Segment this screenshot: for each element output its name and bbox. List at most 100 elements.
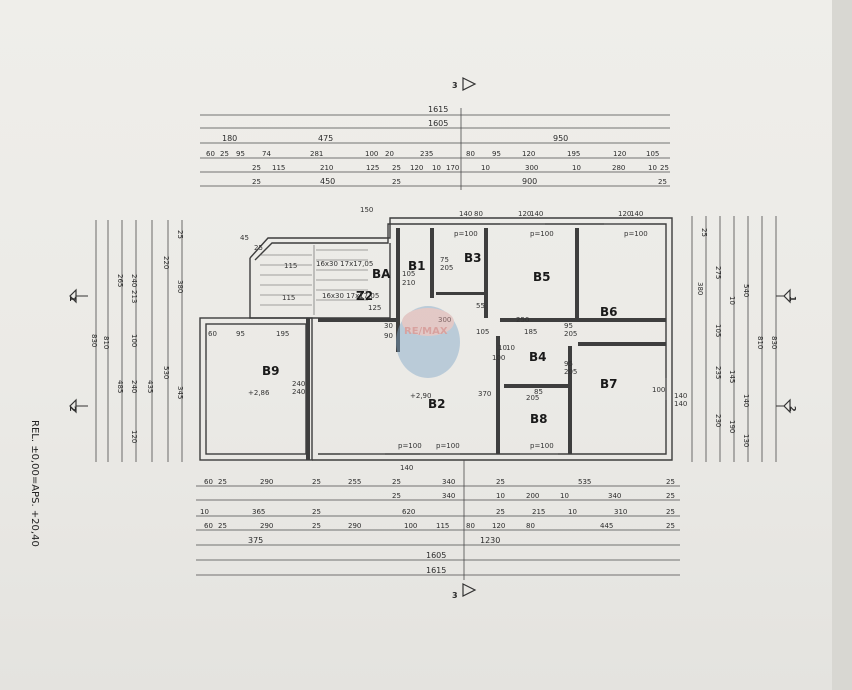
interior-dim-label: 150 (360, 206, 373, 214)
dim-top-label: 281 (310, 150, 323, 158)
interior-dim-label: 30 (384, 322, 393, 330)
dim-top-label: 25 (660, 164, 669, 172)
dim-bottom-label: 340 (608, 492, 621, 500)
dim-top-label: 25 (252, 164, 261, 172)
dim-right-label: 230 (714, 414, 722, 427)
dim-bottom-label: 310 (614, 508, 627, 516)
interior-dim-label: 85 (534, 388, 543, 396)
section-mark-label: 1 (788, 296, 797, 302)
dim-top-label: 10 (648, 164, 657, 172)
room-label-b3: B3 (464, 251, 482, 265)
dim-bottom-label: 200 (526, 492, 539, 500)
interior-dim-label: p=100 (530, 442, 554, 450)
dim-top-label: 60 (206, 150, 215, 158)
dim-bottom-label: 1230 (480, 536, 500, 545)
dim-top-label: 74 (262, 150, 271, 158)
interior-dim-label: 140 (674, 400, 687, 408)
dim-bottom-label: 10 (496, 492, 505, 500)
dim-top-total-outer: 1615 (428, 105, 448, 114)
right-dimension-chains: 830 810 540 380 275 105 235 145 140 230 … (691, 216, 778, 462)
interior-dim-label: 370 (478, 390, 491, 398)
interior-dim-label: 95 (564, 360, 573, 368)
interior-dim-label: 10 (506, 344, 515, 352)
dim-top-label: 105 (646, 150, 659, 158)
section-mark-label: 3 (452, 591, 458, 600)
dim-bottom-label: 10 (200, 508, 209, 516)
dim-right-label: 145 (728, 370, 736, 383)
interior-dim-label: 205 (564, 368, 577, 376)
interior-dim-label: 10 (498, 344, 507, 352)
dim-bottom-label: 25 (312, 478, 321, 486)
stair-spec-left: 16x30 17x17,05 (316, 260, 373, 268)
dim-top-label: 120 (410, 164, 423, 172)
interior-dim-label: 205 (440, 264, 453, 272)
dim-left-label: 810 (102, 336, 110, 349)
room-label-b5: B5 (533, 270, 551, 284)
building-outline (199, 217, 673, 461)
dim-top-label: 235 (420, 150, 433, 158)
section-mark-label: 3 (452, 81, 458, 90)
dim-bottom-label: 115 (436, 522, 449, 530)
dim-right-label: 235 (714, 366, 722, 379)
room-label-b9: B9 (262, 364, 280, 378)
interior-dim-label: 125 (368, 304, 381, 312)
left-dimension-chains: 830 810 265 240 213 100 220 380 530 485 … (90, 220, 184, 462)
dim-bottom-label: 25 (666, 478, 675, 486)
dim-top-label: 300 (525, 164, 538, 172)
dim-top-label: 10 (432, 164, 441, 172)
dim-top-label: 10 (572, 164, 581, 172)
dim-top-label: 900 (522, 177, 537, 186)
dim-right-label: 810 (756, 336, 764, 349)
section-marker-top: 3 (452, 77, 477, 91)
dim-right-label: 10 (728, 296, 736, 305)
interior-dim-label: 140 (530, 210, 543, 218)
dim-top-label: 25 (220, 150, 229, 158)
top-dimension-chains: 1615 1605 180 475 950 60 25 95 74 281 10… (200, 105, 670, 190)
dim-right-label: 190 (728, 420, 736, 433)
dim-top-label: 25 (392, 164, 401, 172)
dim-bottom-total-inner: 1605 (426, 551, 446, 560)
dim-bottom-label: 25 (218, 522, 227, 530)
dim-left-label: 530 (162, 366, 170, 379)
dim-top-label: 95 (236, 150, 245, 158)
dim-left-label: 120 (130, 430, 138, 443)
interior-dim-label: 80 (474, 210, 483, 218)
interior-dim-label: 115 (282, 294, 295, 302)
dim-bottom-label: 60 (204, 522, 213, 530)
interior-dimensions: 150 140 80 120 140 120 140 p=100 p=100 p… (208, 206, 687, 472)
dim-top-label: 10 (481, 164, 490, 172)
interior-dim-label: 120 (618, 210, 631, 218)
dim-top-label: 25 (392, 178, 401, 186)
dim-top-label: 120 (613, 150, 626, 158)
interior-dim-label: 55 (476, 302, 485, 310)
interior-dim-label: 185 (524, 328, 537, 336)
dim-top-label: 180 (222, 134, 237, 143)
dim-top-label: 280 (612, 164, 625, 172)
interior-dim-label: p=100 (530, 230, 554, 238)
dim-right-label: 130 (742, 434, 750, 447)
room-level-b9: +2,86 (248, 389, 270, 397)
reference-level-note: REL. ±0,00=APS. +20,40 (29, 420, 40, 547)
room-level-b2: +2,90 (410, 392, 431, 400)
room-label-ba: BA (372, 267, 391, 281)
dim-bottom-label: 25 (218, 478, 227, 486)
dim-bottom-label: 120 (492, 522, 505, 530)
dim-bottom-label: 80 (526, 522, 535, 530)
interior-dim-label: 240 (292, 380, 305, 388)
interior-dim-label: p=100 (454, 230, 478, 238)
dim-top-label: 25 (252, 178, 261, 186)
dim-bottom-label: 620 (402, 508, 415, 516)
dim-bottom-label: 255 (348, 478, 361, 486)
remax-watermark-text: RE/MAX (404, 326, 448, 337)
interior-dim-label: 60 (208, 330, 217, 338)
bottom-dimension-chains: 60 25 290 25 255 25 340 25 535 25 25 340… (196, 460, 680, 580)
interior-dim-label: 140 (630, 210, 643, 218)
dim-left-label: 240 (130, 274, 138, 287)
dim-bottom-label: 25 (666, 492, 675, 500)
dim-bottom-label: 25 (392, 478, 401, 486)
dim-top-label: 20 (385, 150, 394, 158)
dim-bottom-label: 10 (568, 508, 577, 516)
interior-dim-label: 95 (564, 322, 573, 330)
room-label-b1: B1 (408, 259, 426, 273)
room-label-z2: Z2 (356, 289, 373, 303)
